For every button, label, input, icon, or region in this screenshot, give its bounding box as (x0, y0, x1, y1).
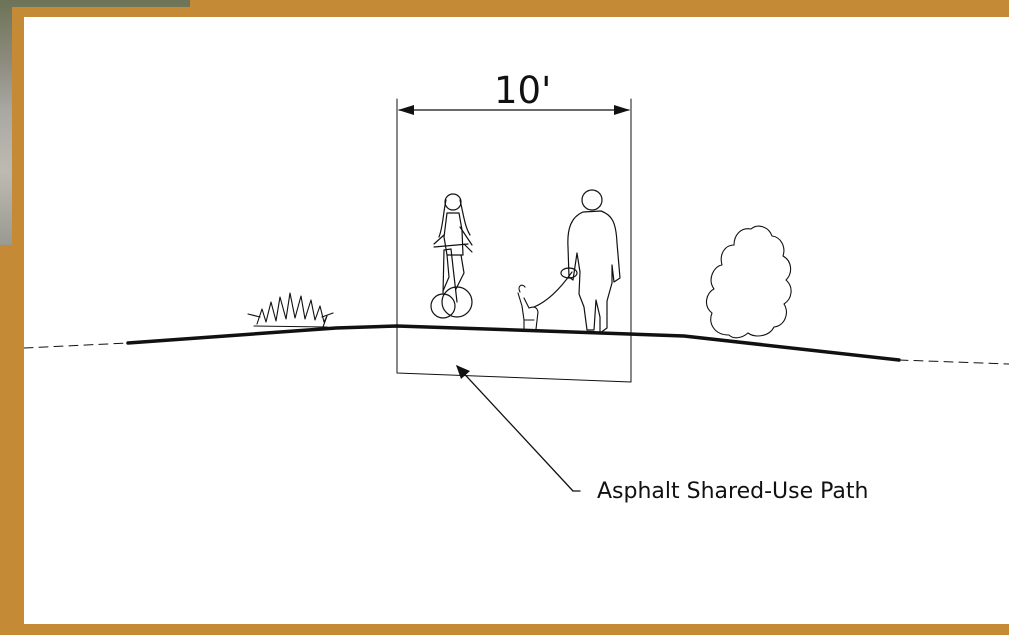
cross-section-diagram: 10' Asphalt Shared-Use Path (24, 17, 1009, 624)
ground-dashed-left (24, 342, 129, 349)
ground-line (126, 324, 901, 362)
cyclist (430, 193, 473, 319)
diagram-drawing (24, 98, 1009, 492)
callout-label: Asphalt Shared-Use Path (597, 479, 869, 504)
callout-leader (456, 365, 574, 492)
dog (517, 271, 573, 330)
pedestrian (560, 189, 621, 334)
path-section-box (396, 325, 632, 383)
callout-arrowhead (456, 365, 470, 379)
shrub (706, 225, 792, 339)
grass-clump (247, 292, 334, 328)
dimension-arrow-right (614, 105, 630, 115)
dimension-arrow-left (398, 105, 414, 115)
dimension-label: 10' (494, 69, 552, 112)
ground-dashed-right (898, 359, 1009, 365)
